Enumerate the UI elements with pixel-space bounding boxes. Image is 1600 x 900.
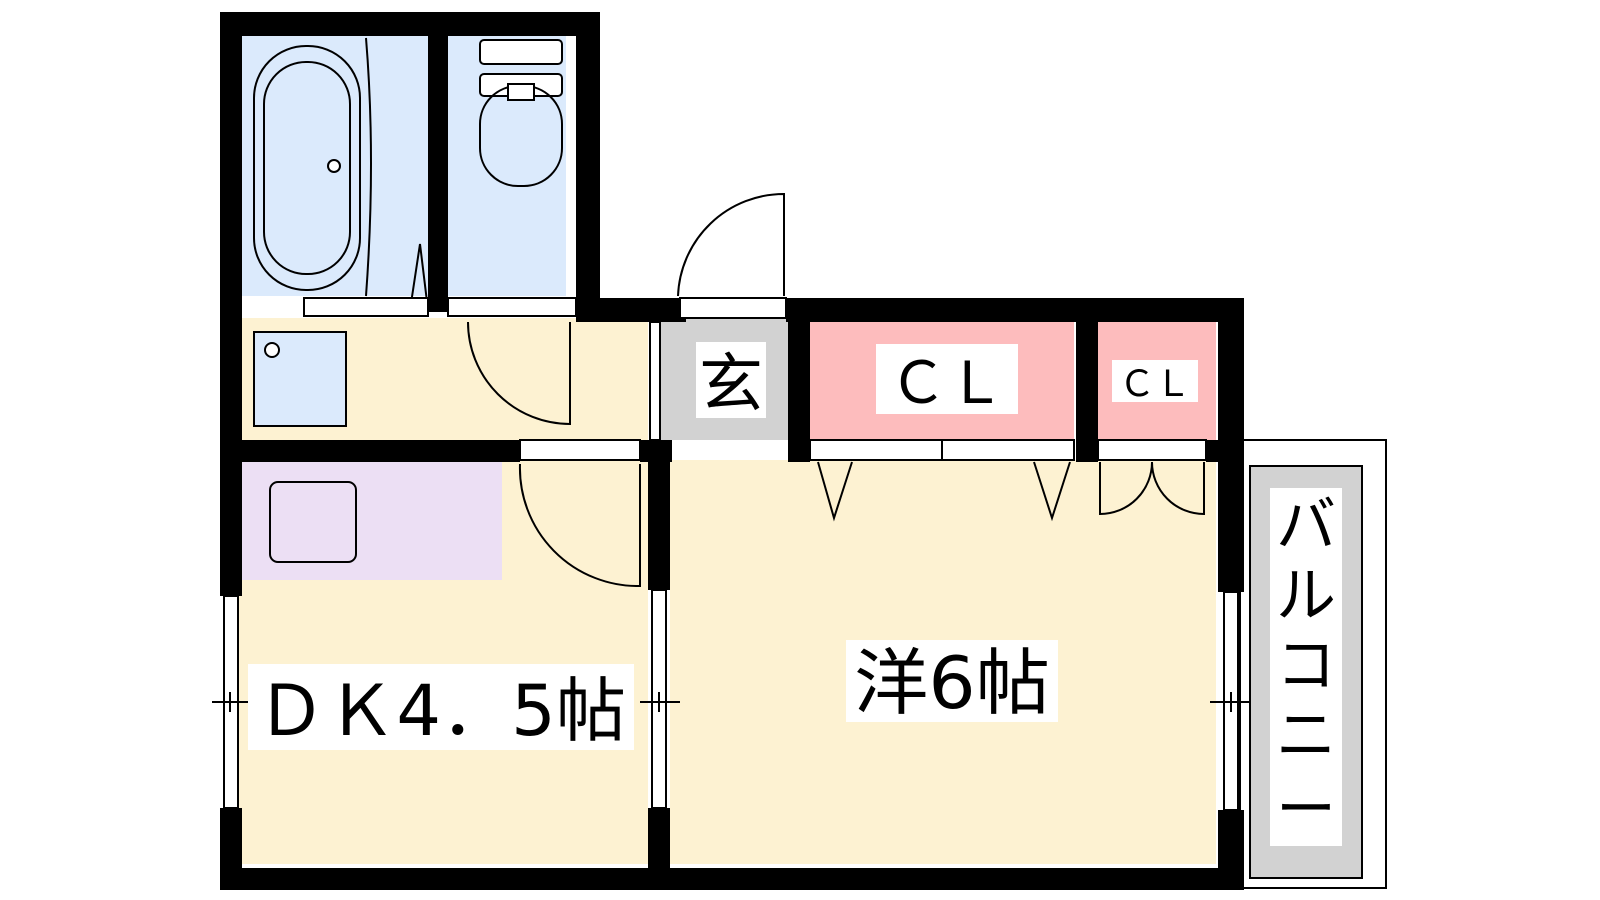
entrance-door-swing — [677, 192, 785, 297]
closet-small-label: ＣＬ — [1119, 364, 1191, 405]
dk-label: ＤＫ4．5帖 — [256, 670, 626, 752]
wall-closet-divider — [1076, 298, 1098, 462]
entrance-label-bg — [696, 342, 766, 418]
dk-door-frame — [519, 439, 641, 461]
bathtub-drain — [327, 159, 341, 173]
dk-door-swing — [518, 463, 641, 588]
entrance-step — [649, 321, 661, 441]
closet-small-swing-right — [1151, 461, 1205, 516]
wall-top-right — [786, 298, 1244, 322]
bath-faucet — [409, 243, 429, 311]
entrance-door-frame — [679, 297, 787, 319]
balcony-char: ル — [1276, 561, 1336, 631]
wall-dk-divider — [648, 440, 670, 590]
bath-sliding-door — [303, 297, 429, 317]
wall-mid-horizontal — [586, 298, 686, 322]
wall-entrance-right — [788, 298, 810, 462]
wall-bottom — [220, 868, 1244, 890]
kitchen-sink — [269, 481, 357, 563]
entrance-label: 玄 — [699, 348, 763, 422]
closet-main-label: ＣＬ — [889, 349, 1005, 417]
western-label: 洋6帖 — [854, 641, 1050, 725]
wall-top-wet — [220, 12, 600, 36]
walls — [220, 12, 1244, 890]
doors — [303, 192, 1207, 588]
labels: 玄 ＣＬ ＣＬ ＤＫ4．5帖 洋6帖 バ ル コ ニ ー — [248, 342, 1342, 846]
closet-main-fold-left — [817, 461, 853, 522]
toilet-tank — [479, 39, 563, 65]
closet-main-fold-right — [1033, 461, 1071, 522]
dk-label-bg — [248, 664, 634, 750]
bath-curtain — [365, 37, 372, 297]
wall-closet-bottom-right — [1206, 440, 1244, 462]
western-label-bg — [846, 640, 1058, 722]
toilet-lid-tab — [507, 83, 535, 101]
balcony-char: バ — [1276, 491, 1336, 561]
closet-small-swing-left — [1099, 461, 1153, 516]
wall-wet-divider — [428, 12, 448, 312]
washbasin-drain — [264, 342, 280, 358]
fixtures — [253, 37, 563, 563]
closet-small-doors — [1097, 439, 1207, 461]
balcony-label: バ ル コ ニ ー — [1276, 491, 1336, 845]
closet-small-label-bg — [1112, 360, 1198, 402]
bathtub-inner — [263, 61, 351, 275]
balcony-char: ニ — [1276, 701, 1336, 771]
balcony-char: コ — [1276, 631, 1336, 701]
toilet-door-frame — [447, 297, 577, 317]
windows — [212, 589, 1250, 811]
wall-wet-right — [576, 12, 600, 322]
wall-dk-divider-lower — [648, 808, 670, 890]
wall-dk-top — [220, 440, 520, 462]
balcony-label-bg — [1270, 488, 1342, 846]
wall-left — [220, 12, 242, 596]
toilet-door-swing — [467, 321, 571, 426]
closet-main-label-bg — [876, 344, 1018, 414]
balcony-char: ー — [1276, 775, 1336, 845]
bathtub — [253, 45, 361, 291]
